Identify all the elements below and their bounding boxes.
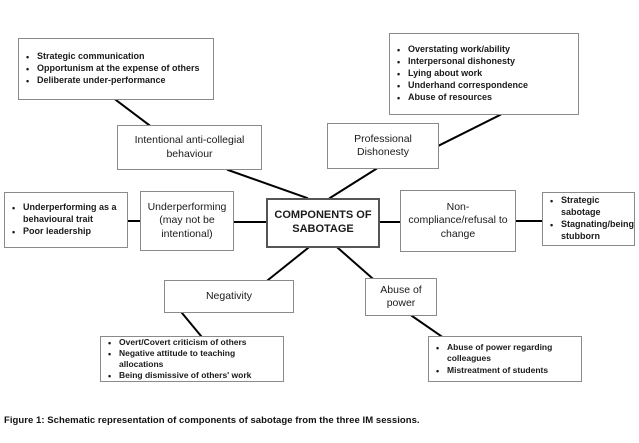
list-item: Negative attitude to teaching allocation… <box>108 348 279 370</box>
connector-abusepower-regarding <box>410 314 443 338</box>
node-non-compliance-refusal-to-change: Non-compliance/refusal to change <box>400 190 516 252</box>
node-overstating-work: Overstating work/ability Interpersonal d… <box>389 33 579 115</box>
connector-components-negativity <box>266 246 310 282</box>
node-underperforming: Underperforming (may not be intentional) <box>140 191 234 251</box>
list-item: Interpersonal dishonesty <box>397 56 574 69</box>
node-label: Negativity <box>205 289 253 302</box>
list-item: Lying about work <box>397 68 574 81</box>
list-item: Being dismissive of others' work <box>108 370 279 383</box>
node-label: Professional Dishonesty <box>354 132 412 158</box>
list-item: Poor leadership <box>12 226 123 239</box>
list-item: Overstating work/ability <box>397 44 574 57</box>
list-item: Overt/Covert criticism of others <box>108 337 279 350</box>
list-item: Underperforming as a behavioural trait <box>12 202 123 226</box>
node-label: Underperforming (may not be intentional) <box>147 201 227 240</box>
connector-negativity-overtcovert <box>180 311 203 338</box>
list-item: Mistreatment of students <box>436 365 577 378</box>
connector-overstating-professional <box>436 113 502 148</box>
connector-professional-components <box>328 167 378 200</box>
node-label: Intentional anti-collegial behaviour <box>134 134 245 160</box>
node-negativity: Negativity <box>164 280 294 313</box>
connector-strategiccomm-intentional <box>114 98 151 127</box>
list-item: Deliberate under-performance <box>26 75 209 88</box>
list-item: Strategic sabotage <box>550 195 634 219</box>
node-strategic-sabotage: Strategic sabotage Stagnating/being stub… <box>542 192 635 246</box>
list-item: Strategic communication <box>26 51 209 64</box>
node-label: COMPONENTS OF SABOTAGE <box>274 209 372 235</box>
node-label: Abuse of power <box>380 283 422 309</box>
node-abuse-of-power: Abuse of power <box>365 278 437 316</box>
node-abuse-of-power-regarding-colleagues: Abuse of power regarding colleagues Mist… <box>428 336 582 382</box>
list-item: Abuse of resources <box>397 92 574 105</box>
node-underperforming-behavioural-trait: Underperforming as a behavioural trait P… <box>4 192 128 248</box>
connector-components-abusepower <box>336 246 374 280</box>
connector-intentional-components <box>226 168 309 200</box>
list-item: Opportunism at the expense of others <box>26 63 209 76</box>
node-strategic-communication: Strategic communication Opportunism at t… <box>18 38 214 100</box>
node-professional-dishonesty: Professional Dishonesty <box>327 123 439 169</box>
list-item: Underhand correspondence <box>397 80 574 93</box>
list-item: Stagnating/being stubborn <box>550 219 634 243</box>
node-overt-covert-criticism: Overt/Covert criticism of others Negativ… <box>100 336 284 384</box>
node-intentional-anti-collegial-behaviour: Intentional anti-collegial behaviour <box>117 125 262 170</box>
node-label: Non-compliance/refusal to change <box>408 201 508 240</box>
node-components-of-sabotage: COMPONENTS OF SABOTAGE <box>266 198 380 248</box>
list-item: Abuse of power regarding colleagues <box>436 342 577 364</box>
figure-caption: Figure 1: Schematic representation of co… <box>4 415 420 426</box>
